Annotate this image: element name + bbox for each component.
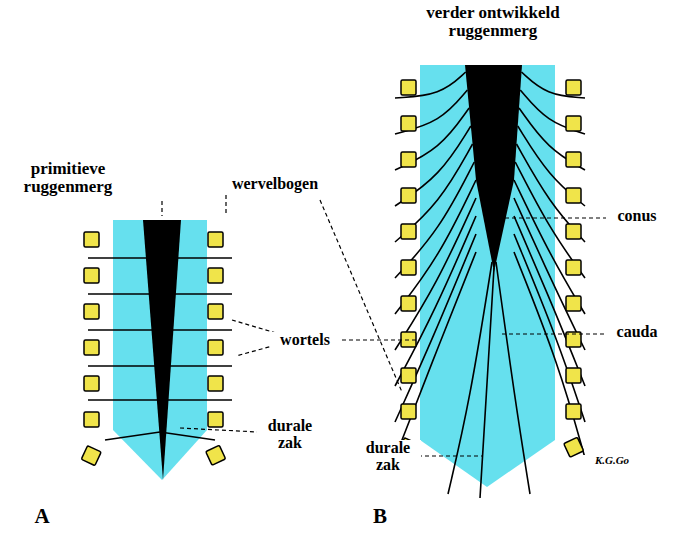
label: primitieve ruggenmerg (10, 160, 126, 196)
vertebral-arch (566, 296, 581, 311)
root (395, 198, 476, 350)
root (496, 262, 530, 494)
root (395, 144, 473, 242)
root (88, 399, 160, 401)
root (514, 234, 585, 422)
vertebral-arch (401, 404, 416, 419)
root (395, 234, 476, 422)
vertebral-arch (401, 116, 416, 131)
root (519, 108, 585, 170)
vertebral-arch (566, 404, 581, 419)
root (395, 162, 474, 278)
root (518, 126, 585, 206)
vertebral-arch (401, 80, 416, 95)
vertebral-arch (208, 304, 223, 319)
root (514, 216, 585, 386)
root (160, 399, 232, 401)
vertebral-arch (401, 296, 416, 311)
vertebral-arch (566, 368, 581, 383)
vertebral-arch (401, 188, 416, 203)
root (514, 198, 585, 350)
root (448, 262, 492, 494)
label: cauda (607, 324, 667, 341)
vertebral-arch (84, 376, 99, 391)
leader-lines (162, 195, 606, 456)
root (522, 72, 585, 98)
root (395, 72, 466, 98)
root (105, 432, 160, 440)
vertebral-arch (208, 232, 223, 247)
label: B (363, 505, 397, 527)
vertebral-arches (81, 232, 225, 466)
label: durale zak (355, 440, 421, 474)
label: conus (607, 208, 667, 225)
root (160, 432, 215, 440)
spinal-cord (143, 220, 181, 480)
vertebral-arch (566, 80, 581, 95)
vertebral-arch (401, 368, 416, 383)
vertebral-arch (401, 260, 416, 275)
label: wervelbogen (218, 176, 332, 193)
vertebral-arch (566, 152, 581, 167)
root (395, 180, 476, 314)
vertebral-arch (208, 268, 223, 283)
vertebral-arch (401, 224, 416, 239)
root (395, 216, 476, 386)
vertebral-arch (566, 260, 581, 275)
root (395, 108, 469, 170)
vertebral-arch (84, 232, 99, 247)
root (514, 252, 585, 458)
vertebral-arch (208, 340, 223, 355)
vertebral-arch (566, 116, 581, 131)
vertebral-arch (564, 437, 584, 457)
label: A (25, 505, 59, 527)
vertebral-arch (208, 376, 223, 391)
vertebral-arch (81, 446, 101, 466)
label: wortels (271, 332, 339, 349)
root (88, 365, 160, 367)
root (88, 329, 160, 331)
vertebral-arch (84, 340, 99, 355)
dural-sac (113, 220, 207, 480)
label: durale zak (257, 418, 323, 452)
spinal-cord (465, 65, 522, 272)
vertebral-arch (566, 188, 581, 203)
vertebral-arch (566, 224, 581, 239)
vertebral-arch (84, 412, 99, 427)
label: K.G.Go (582, 455, 642, 467)
vertebral-arch (401, 152, 416, 167)
label: verder ontwikkeld ruggenmerg (407, 4, 579, 40)
vertebral-arch (206, 445, 226, 465)
root (480, 268, 494, 498)
root (395, 90, 467, 134)
root (520, 90, 585, 134)
vertebral-arch (84, 304, 99, 319)
vertebral-arch (84, 268, 99, 283)
root (514, 180, 585, 314)
vertebral-arch (208, 412, 223, 427)
vertebral-arches (398, 80, 583, 458)
